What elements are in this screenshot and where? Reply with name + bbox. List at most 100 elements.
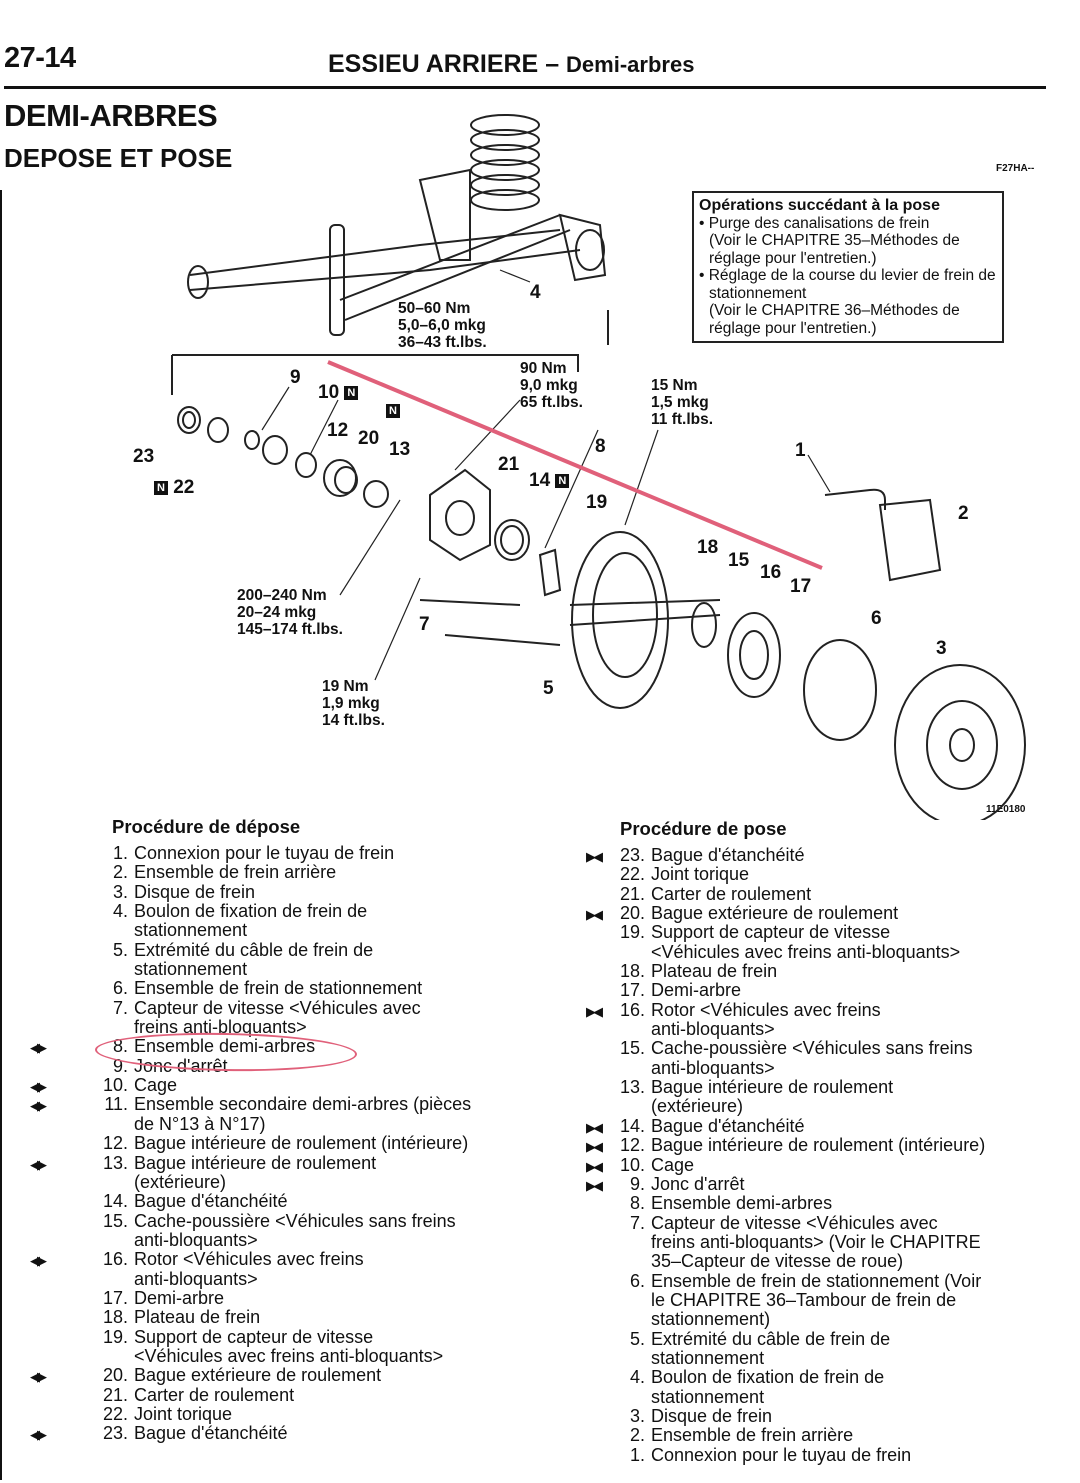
special-tool-marker-icon: ◀▶ <box>30 1098 47 1114</box>
list-item: ▶◀ 9. Jonc d'arrêt <box>0 1173 1060 1194</box>
item-number: 6. <box>112 978 128 999</box>
item-number: 2. <box>112 862 128 883</box>
list-item: ◀▶11.Ensemble secondaire demi-arbres (pi… <box>0 1095 560 1134</box>
parking-brake-shoes <box>803 639 877 741</box>
list-item: 21.Carter de roulement <box>0 884 1060 904</box>
list-item: 4. Boulon de fixation de frein de station… <box>0 901 560 941</box>
item-text: Boulon de fixation de frein de stationne… <box>134 901 368 941</box>
list-item: 1.Connexion pour le tuyau de frein <box>0 1445 1060 1465</box>
item-number: 4. <box>112 901 128 922</box>
item-number: 18. <box>619 961 645 982</box>
item-text: Rotor <Véhicules avec freins anti-bloqua… <box>134 1249 364 1289</box>
item-text: Ensemble secondaire demi-arbres (pièces … <box>134 1094 472 1134</box>
list-item: ▶◀10.Cage <box>0 1154 1060 1175</box>
item-number: 17. <box>619 980 645 1001</box>
notes-heading: Opérations succédant à la pose <box>699 197 940 214</box>
callout-14: 14 N <box>529 470 570 492</box>
list-item: 19.Support de capteur de vitesse <Véhicu… <box>0 923 1060 962</box>
item-number: 22. <box>619 864 645 885</box>
list-item: 15.Cache-poussière <Véhicules sans frein… <box>0 1211 560 1251</box>
callout-18: 18 <box>697 537 719 558</box>
callout-21: 21 <box>498 454 520 475</box>
brake-disc <box>894 664 1026 820</box>
item-text: Cage <box>134 1075 178 1096</box>
item-number: 20. <box>619 903 645 924</box>
special-tool-marker-icon: ◀▶ <box>30 1079 47 1095</box>
installation-heading: Procédure de pose <box>620 818 787 839</box>
torque-spec: 15 Nm 1,5 mkg 11 ft.lbs. <box>651 377 714 428</box>
item-number: 14. <box>619 1115 645 1136</box>
item-number: 9. <box>629 1173 645 1194</box>
item-number: 3. <box>629 1405 645 1426</box>
item-text: Joint torique <box>134 1403 233 1424</box>
header-separator: – <box>545 50 560 78</box>
header-rule <box>4 86 1046 89</box>
callout-5: 5 <box>543 678 554 699</box>
list-item: 3.Disque de frein <box>0 881 560 902</box>
illustration-code: 11E0180 <box>986 804 1026 815</box>
item-number: 3. <box>112 881 128 902</box>
new-part-badge: N <box>555 473 570 488</box>
item-text: Rotor <Véhicules avec freins anti-bloqua… <box>651 999 881 1040</box>
new-part-badge: N <box>344 385 359 400</box>
item-number: 4. <box>629 1367 645 1388</box>
special-tool-marker-icon: ▶◀ <box>586 849 603 864</box>
coil-spring <box>470 114 540 211</box>
item-text: Plateau de frein <box>651 961 778 982</box>
item-text: Cache-poussière <Véhicules sans freins a… <box>651 1038 973 1078</box>
running-header: ESSIEU ARRIERE – Demi-arbres <box>328 50 694 79</box>
item-text: Bague d'étanchéité <box>651 1115 805 1136</box>
item-number: 14. <box>102 1191 128 1212</box>
list-item: ◀▶20.Bague extérieure de roulement <box>0 1365 560 1386</box>
special-tool-marker-icon: ▶◀ <box>586 1177 603 1193</box>
page-subtitle: DEPOSE ET POSE <box>4 143 233 173</box>
new-part-badge: N <box>386 402 400 420</box>
item-number: 13. <box>619 1077 645 1098</box>
item-number: 21. <box>102 1384 128 1405</box>
header-section: ESSIEU ARRIERE <box>328 50 539 78</box>
item-text: Bague d'étanchéité <box>134 1423 288 1444</box>
item-number: 20. <box>102 1365 128 1386</box>
exploded-diagram <box>171 114 1026 820</box>
list-item: 8.Ensemble demi-arbres <box>0 1193 1060 1214</box>
list-item: ▶◀ 14. Bague d'étanchéité <box>0 1115 1060 1136</box>
item-text: Demi-arbre <box>651 980 742 1001</box>
item-text: Bague intérieure de roulement (intérieur… <box>651 1135 986 1156</box>
item-text: Boulon de fixation de frein de stationne… <box>651 1367 885 1407</box>
item-number: 6. <box>629 1270 645 1291</box>
special-tool-marker-icon: ◀▶ <box>30 1156 47 1172</box>
item-number: 15. <box>619 1038 645 1059</box>
callout-7: 7 <box>419 614 430 635</box>
item-number: 10. <box>619 1154 645 1175</box>
item-number: 7. <box>112 997 128 1018</box>
list-item: ◀▶8.Ensemble demi-arbres <box>0 1037 560 1057</box>
special-tool-marker-icon: ▶◀ <box>586 1003 603 1019</box>
list-item: 18. Plateau de frein <box>0 961 1060 982</box>
post-installation-notes: Opérations succédant à la pose • Purge d… <box>692 191 1004 343</box>
special-tool-marker-icon: ◀▶ <box>30 1369 47 1385</box>
item-text: Bague intérieure de roulement (extérieur… <box>134 1152 377 1192</box>
item-text: Ensemble de frein de stationnement (Voir… <box>651 1270 982 1330</box>
item-text: Extrémité du câble de frein de stationne… <box>134 939 374 980</box>
stabilizer-link <box>329 224 345 336</box>
item-text: Jonc d'arrêt <box>134 1055 228 1076</box>
list-item: ▶◀23.Bague d'étanchéité <box>0 845 1060 865</box>
callout-19: 19 <box>586 492 608 513</box>
callout-13: 13 <box>389 439 411 460</box>
list-item: 19.Support de capteur de vitesse <Véhicu… <box>0 1327 560 1367</box>
list-item: 5.Extrémité du câble de frein de station… <box>0 1328 1060 1369</box>
item-text: Ensemble de frein arrière <box>651 1425 854 1446</box>
item-number: 5. <box>629 1328 645 1349</box>
annotation-line <box>327 360 823 570</box>
item-number: 8. <box>629 1193 645 1214</box>
item-text: Bague intérieure de roulement (extérieur… <box>651 1077 894 1117</box>
special-tool-marker-icon: ▶◀ <box>586 1119 603 1135</box>
item-text: Carter de roulement <box>134 1384 295 1405</box>
item-number: 12. <box>102 1133 128 1154</box>
item-text: Capteur de vitesse <Véhicules avec frein… <box>651 1212 981 1272</box>
list-item: 17.Demi-arbre <box>0 1288 560 1308</box>
list-item: 7.Capteur de vitesse <Véhicules avec fre… <box>0 1212 1060 1272</box>
item-text: Jonc d'arrêt <box>651 1173 745 1194</box>
page-title: DEMI-ARBRES <box>4 98 218 133</box>
